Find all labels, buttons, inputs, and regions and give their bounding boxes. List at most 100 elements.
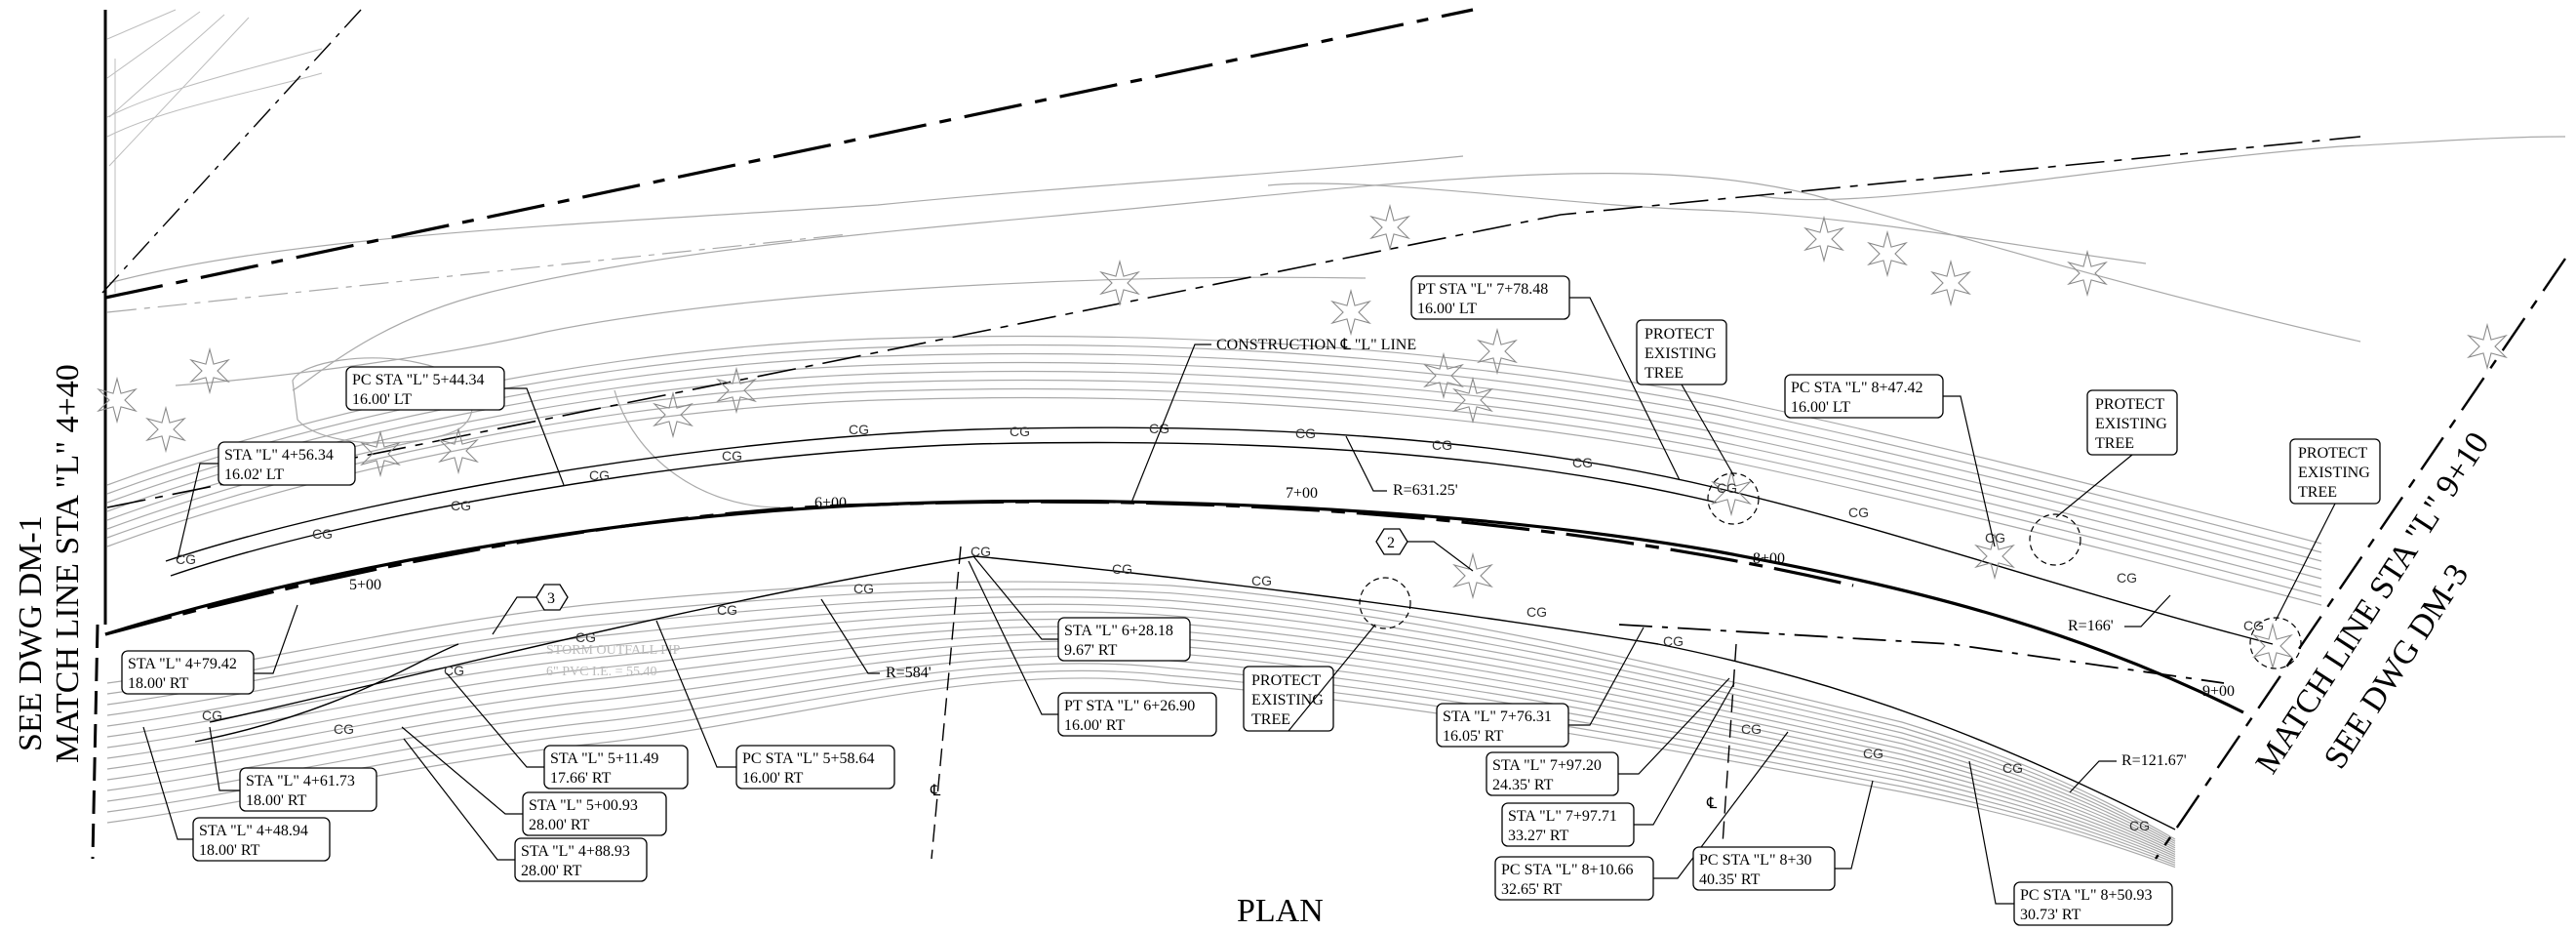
protected-trees bbox=[1359, 472, 2302, 669]
callout-offset: 16.05' RT bbox=[1443, 728, 1504, 745]
protect-tree-text: PROTECT bbox=[2298, 445, 2367, 462]
plan-title: PLAN bbox=[1237, 893, 1324, 926]
hex-tag-3: 3 bbox=[547, 590, 555, 607]
callout-station: PC STA "L" 8+10.66 bbox=[1501, 862, 1634, 878]
cg-label: CG bbox=[589, 467, 610, 483]
tree-icon bbox=[189, 346, 230, 395]
cg-label: CG bbox=[1112, 561, 1132, 577]
cg-label: CG bbox=[971, 544, 991, 559]
callout-station: PT STA "L" 6+26.90 bbox=[1064, 698, 1195, 714]
callout-station: PC STA "L" 8+30 bbox=[1699, 852, 1812, 869]
tree-icon bbox=[438, 426, 479, 475]
protect-tree-text: TREE bbox=[1645, 365, 1684, 382]
cg-label: CG bbox=[2117, 570, 2137, 586]
station-callout: STA "L" 6+28.189.67' RT bbox=[972, 555, 1191, 662]
tree-icon bbox=[1452, 376, 1493, 425]
cg-label: CG bbox=[2002, 760, 2023, 776]
radius-631: R=631.25' bbox=[1393, 482, 1458, 499]
station-callout: STA "L" 4+88.93 28.00' RT bbox=[403, 738, 648, 882]
tree-icon bbox=[1330, 288, 1371, 337]
cg-label: CG bbox=[2129, 818, 2150, 833]
callout-station: STA "L" 7+97.71 bbox=[1508, 808, 1617, 825]
callout-offset: 28.00' RT bbox=[521, 863, 582, 879]
cg-label: CG bbox=[849, 422, 869, 437]
tree-icon bbox=[1452, 551, 1493, 600]
tree-icon bbox=[1803, 215, 1844, 263]
match-left-line2: MATCH LINE STA "L" 4+40 bbox=[50, 364, 86, 763]
protect-tree-text: PROTECT bbox=[1645, 326, 1714, 343]
callout-offset: 32.65' RT bbox=[1501, 881, 1563, 898]
centerline-marks: ℄ ℄ bbox=[930, 783, 1718, 812]
callout-offset: 16.00' LT bbox=[1791, 399, 1850, 416]
callout-offset: 9.67' RT bbox=[1064, 642, 1118, 659]
callout-station: STA "L" 4+61.73 bbox=[246, 773, 355, 789]
station-callout: PC STA "L" 8+10.66 32.65' RT bbox=[1494, 731, 1789, 901]
tree-icon bbox=[2467, 322, 2508, 371]
station-callout: PT STA "L" 7+78.48 16.00' LT bbox=[1410, 275, 1681, 481]
cg-label: CG bbox=[312, 526, 333, 542]
callout-station: STA "L" 4+88.93 bbox=[521, 843, 630, 860]
callout-station: PT STA "L" 7+78.48 bbox=[1417, 281, 1548, 298]
tree-icon bbox=[1477, 327, 1518, 376]
tree-icon bbox=[2067, 249, 2108, 298]
station-labels: 5+00 6+00 7+00 8+00 9+00 bbox=[349, 485, 2235, 700]
protect-tree-text: PROTECT bbox=[2095, 396, 2164, 413]
station-5-00: 5+00 bbox=[349, 577, 381, 593]
tree-icon bbox=[145, 405, 186, 454]
cg-label: CG bbox=[1526, 604, 1547, 620]
match-left-line1: SEE DWG DM-1 bbox=[13, 515, 49, 751]
cg-label: CG bbox=[1663, 633, 1684, 649]
callout-station: STA "L" 5+11.49 bbox=[550, 750, 658, 767]
station-callout: PC STA "L" 8+47.42 16.00' LT bbox=[1784, 374, 1996, 547]
storm-outfall: STORM OUTFALL PIP 6" PVC I.E. = 55.40 bbox=[546, 643, 681, 679]
callout-station: PC STA "L" 8+47.42 bbox=[1791, 380, 1923, 396]
tree-icon bbox=[1099, 259, 1140, 307]
cg-label: CG bbox=[722, 448, 742, 464]
tree-icon bbox=[1369, 203, 1410, 252]
protect-tree-text: EXISTING bbox=[1251, 692, 1324, 708]
callout-station: PC STA "L" 5+44.34 bbox=[352, 372, 485, 388]
station-6-00: 6+00 bbox=[814, 495, 847, 511]
tree-icon bbox=[97, 376, 138, 425]
cg-label: CG bbox=[1741, 721, 1762, 737]
callout-offset: 33.27' RT bbox=[1508, 828, 1569, 844]
callout-offset: 30.73' RT bbox=[2020, 907, 2081, 923]
cg-label: CG bbox=[717, 602, 737, 618]
protect-tree-text: EXISTING bbox=[2095, 416, 2167, 432]
construction-line-label: CONSTRUCTION ℄ "L" LINE bbox=[1130, 337, 1416, 504]
protect-tree-text: TREE bbox=[2298, 484, 2337, 501]
match-line-left: SEE DWG DM-1 MATCH LINE STA "L" 4+40 bbox=[13, 364, 86, 763]
protect-tree-box: PROTECT EXISTING TREE bbox=[1243, 624, 1376, 732]
station-callout: STA "L" 7+97.71 33.27' RT bbox=[1501, 682, 1735, 847]
cg-label: CG bbox=[2243, 618, 2264, 633]
cg-label: CG bbox=[1149, 421, 1169, 436]
callout-station: STA "L" 7+97.20 bbox=[1492, 757, 1602, 774]
protect-tree-text: TREE bbox=[1251, 711, 1290, 728]
protect-tree-text: PROTECT bbox=[1251, 672, 1321, 689]
callout-station: STA "L" 4+48.94 bbox=[199, 823, 308, 839]
callout-offset: 16.00' LT bbox=[1417, 301, 1477, 317]
tree-icon bbox=[653, 390, 694, 439]
callout-station: STA "L" 4+79.42 bbox=[128, 656, 237, 672]
hex-tag-2: 2 bbox=[1387, 535, 1395, 551]
protect-tree-callouts: PROTECT EXISTING TREE PROTECT EXISTING TREE PR… bbox=[1243, 319, 2381, 732]
callout-offset: 18.00' RT bbox=[246, 792, 307, 809]
cg-label: CG bbox=[1572, 455, 1593, 470]
tree-icon bbox=[1711, 468, 1752, 517]
cg-label: CG bbox=[1010, 424, 1030, 439]
tree-icon bbox=[1930, 259, 1971, 307]
cg-label: CG bbox=[575, 629, 596, 645]
